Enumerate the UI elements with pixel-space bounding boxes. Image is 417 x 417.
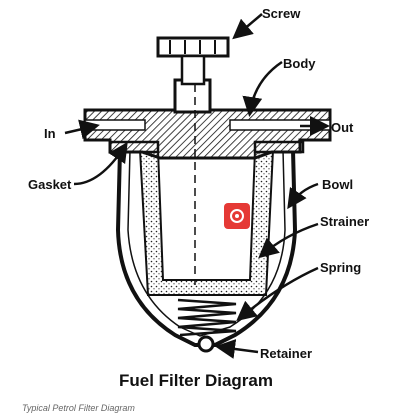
body (83, 78, 332, 160)
leader-lines (64, 13, 330, 359)
spring (177, 298, 237, 337)
label-strainer: Strainer (320, 214, 369, 229)
image-caption: Typical Petrol Filter Diagram (22, 403, 135, 413)
label-in: In (44, 126, 56, 141)
label-bowl: Bowl (322, 177, 353, 192)
retainer (197, 335, 215, 353)
label-out: Out (331, 120, 354, 135)
label-body: Body (283, 56, 316, 71)
screw (156, 36, 230, 285)
camera-lens-icon (224, 203, 250, 229)
label-retainer: Retainer (260, 346, 312, 361)
strainer (138, 149, 275, 296)
label-screw: Screw (262, 6, 301, 21)
label-gasket: Gasket (28, 177, 72, 192)
label-spring: Spring (320, 260, 361, 275)
diagram-title: Fuel Filter Diagram (119, 371, 273, 390)
